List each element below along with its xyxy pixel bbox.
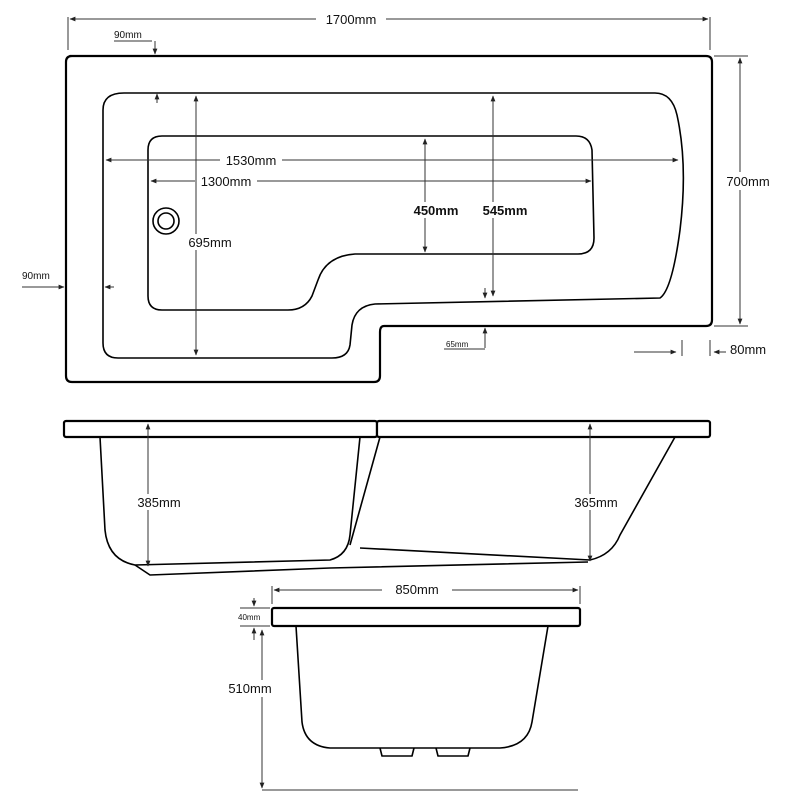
base-width-label: 450mm <box>414 203 459 218</box>
depth-right-label: 365mm <box>574 495 617 510</box>
side-body <box>99 436 361 566</box>
waste-inner-ring <box>157 212 175 230</box>
rim-top-label: 90mm <box>114 30 142 41</box>
step-rim-label: 65mm <box>446 340 469 349</box>
side-rim-right <box>375 419 712 439</box>
depth-left-label: 385mm <box>137 495 180 510</box>
side-base <box>134 561 589 576</box>
end-view: 850mm 40mm 510mm <box>222 581 582 791</box>
end-feet <box>379 747 471 757</box>
overall-width-label: 700mm <box>726 174 769 189</box>
side-rim-left <box>62 419 379 439</box>
side-body-right <box>349 436 676 561</box>
waste-outlet-icon <box>152 207 180 235</box>
base-length-label: 1300mm <box>201 174 252 189</box>
end-rim-label: 80mm <box>730 342 766 357</box>
rim-side-label: 90mm <box>22 271 50 282</box>
overall-length-label: 1700mm <box>326 12 377 27</box>
plan-outer-outline <box>64 54 714 384</box>
end-body <box>295 625 549 749</box>
plan-view: 1700mm 90mm 700mm 1530mm 1300mm 695mm 45… <box>22 10 776 384</box>
rim-thickness-label: 40mm <box>238 613 261 622</box>
plan-inner-bowl <box>102 92 685 359</box>
inner-length-label: 1530mm <box>226 153 277 168</box>
side-view: 385mm 365mm <box>62 419 712 576</box>
end-rim <box>270 606 582 628</box>
plan-base-panel <box>147 135 595 311</box>
end-width-label: 850mm <box>395 582 438 597</box>
total-height-label: 510mm <box>228 681 271 696</box>
main-width-label: 545mm <box>483 203 528 218</box>
bath-width-inner-label: 695mm <box>188 235 231 250</box>
